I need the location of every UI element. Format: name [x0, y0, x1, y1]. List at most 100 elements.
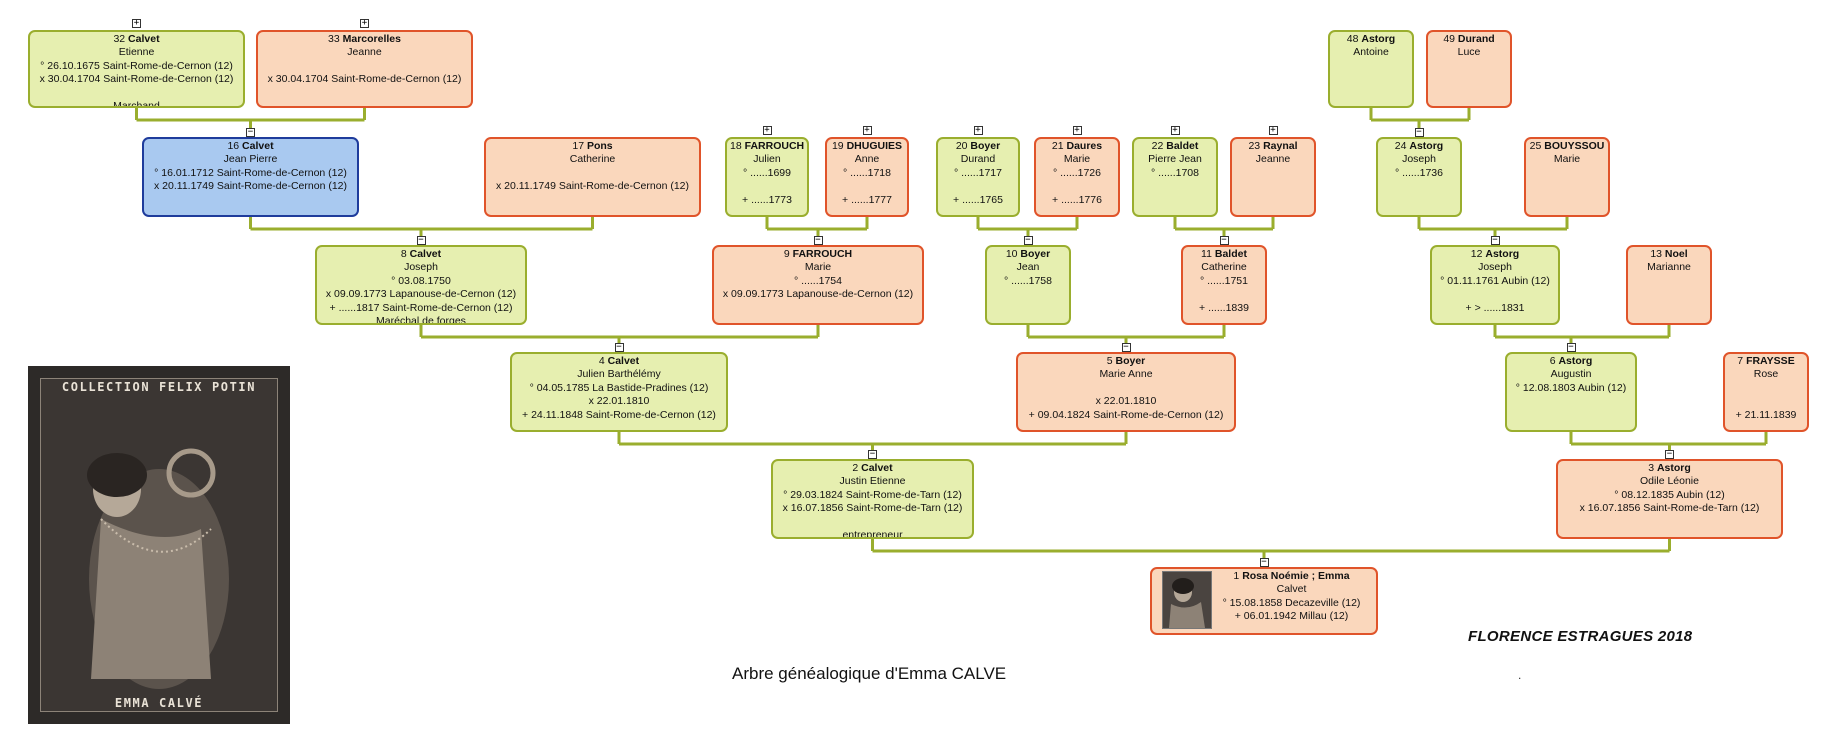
person-event-line: [1728, 395, 1804, 408]
given-name: Odile Léonie: [1640, 475, 1699, 488]
surname: Astorg: [1409, 140, 1444, 152]
person-header: 49 Durand: [1431, 33, 1507, 46]
given-name: Marie: [1553, 153, 1581, 166]
person-event-line: ° 01.11.1761 Aubin (12): [1440, 274, 1550, 287]
person-event-line: ° ......1751: [1200, 274, 1248, 287]
surname: Noel: [1664, 248, 1688, 260]
person-event-line: x 09.09.1773 Lapanouse-de-Cernon (12): [722, 288, 914, 301]
collapse-toggle-p6[interactable]: −: [1566, 341, 1576, 352]
surname: Daures: [1066, 140, 1103, 152]
author-signature: FLORENCE ESTRAGUES 2018: [1468, 628, 1693, 645]
sosa-number: 23: [1248, 140, 1261, 152]
expand-toggle-p21[interactable]: +: [1072, 124, 1082, 135]
person-event-line: + 09.04.1824 Saint-Rome-de-Cernon (12): [1028, 408, 1224, 421]
expand-toggle-p23[interactable]: +: [1268, 124, 1278, 135]
surname: Marcorelles: [342, 33, 401, 45]
expand-toggle-p19[interactable]: +: [862, 124, 872, 135]
expand-toggle-p18[interactable]: +: [762, 124, 772, 135]
person-event-line: + ......1817 Saint-Rome-de-Cernon (12): [329, 301, 513, 314]
surname: Pons: [586, 140, 613, 152]
sosa-number: 21: [1051, 140, 1064, 152]
person-event-line: x 30.04.1704 Saint-Rome-de-Cernon (12): [267, 73, 462, 86]
person-header: 4 Calvet: [515, 355, 723, 368]
collapse-toggle-p11[interactable]: −: [1219, 234, 1229, 245]
person-event-line: [776, 516, 969, 529]
person-event-line: ° 29.03.1824 Saint-Rome-de-Tarn (12): [783, 488, 962, 501]
person-event-line: [489, 167, 696, 180]
sosa-number: 24: [1394, 140, 1407, 152]
surname: Boyer: [1115, 355, 1146, 367]
collapse-toggle-p24[interactable]: −: [1414, 126, 1424, 137]
person-header: 24 Astorg: [1381, 140, 1457, 153]
collapse-toggle-p10[interactable]: −: [1023, 234, 1033, 245]
surname: Calvet: [242, 140, 274, 152]
portrait-photo: [40, 378, 278, 712]
person-event-line: ° 16.01.1712 Saint-Rome-de-Cernon (12): [154, 166, 347, 179]
collapse-toggle-p12[interactable]: −: [1490, 234, 1500, 245]
given-name: Marie: [804, 261, 832, 274]
surname: Baldet: [1166, 140, 1199, 152]
sosa-number: 2: [852, 462, 859, 474]
collapse-toggle-p1[interactable]: −: [1259, 556, 1269, 567]
expand-toggle-p20[interactable]: +: [973, 124, 983, 135]
collapse-toggle-p2[interactable]: −: [868, 448, 877, 459]
collapse-toggle-p16[interactable]: −: [246, 126, 255, 137]
collapse-toggle-p9[interactable]: −: [813, 234, 823, 245]
expand-toggle-p32[interactable]: +: [132, 17, 141, 28]
collapse-toggle-p3[interactable]: −: [1665, 448, 1674, 459]
given-name: Jeanne: [347, 46, 382, 59]
person-header: 5 Boyer: [1021, 355, 1231, 368]
person-header: 9 FARROUCH: [717, 248, 919, 261]
person-header: 12 Astorg: [1435, 248, 1555, 261]
collapse-toggle-p5[interactable]: −: [1121, 341, 1131, 352]
given-name: Calvet: [1276, 583, 1307, 596]
person-event-line: ° 04.05.1785 La Bastide-Pradines (12): [529, 381, 709, 394]
person-event-line: x 30.04.1704 Saint-Rome-de-Cernon (12): [39, 73, 234, 86]
sosa-number: 10: [1005, 248, 1018, 260]
collapse-toggle-p8[interactable]: −: [416, 234, 426, 245]
expand-toggle-p33[interactable]: +: [360, 17, 369, 28]
surname: Calvet: [128, 33, 160, 45]
collapse-toggle-p4[interactable]: −: [614, 341, 624, 352]
person-event-line: + ......1776: [1052, 193, 1102, 206]
surname: DHUGUIES: [846, 140, 903, 152]
given-name: Marianne: [1647, 261, 1691, 274]
person-event-line: ° ......1699: [743, 166, 791, 179]
sosa-number: 33: [328, 33, 340, 45]
person-header: 48 Astorg: [1333, 33, 1409, 46]
person-header: 32 Calvet: [33, 33, 240, 46]
person-header: 13 Noel: [1631, 248, 1707, 261]
sosa-number: 17: [572, 140, 585, 152]
sosa-number: 18: [730, 140, 742, 152]
expand-toggle-p22[interactable]: +: [1170, 124, 1180, 135]
sosa-number: 9: [783, 248, 790, 260]
person-event-line: ° 03.08.1750: [391, 274, 451, 287]
